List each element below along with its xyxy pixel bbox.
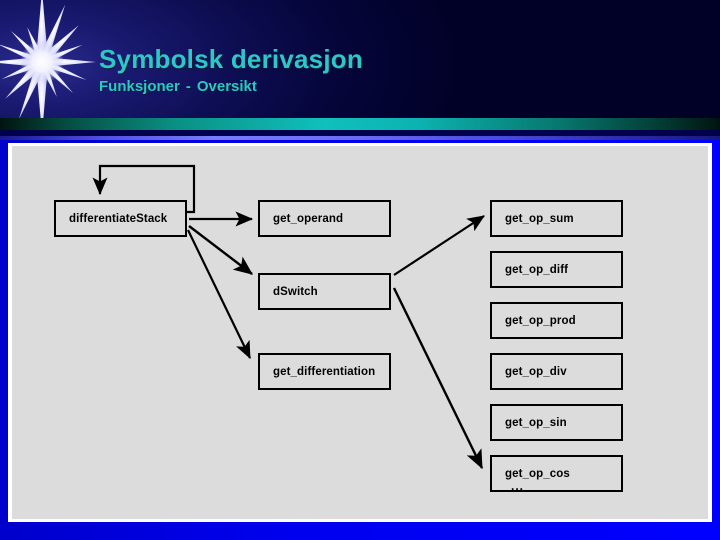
header-violet-rule <box>0 136 720 140</box>
node-label: get_op_sum <box>505 212 574 225</box>
content-panel: differentiateStack get_operand dSwitch get_… <box>12 146 708 519</box>
header-teal-rule <box>0 118 720 130</box>
header-dark-rule <box>0 130 720 136</box>
node-label: get_op_div <box>505 365 567 378</box>
call-graph-diagram: differentiateStack get_operand dSwitch get_… <box>12 146 708 519</box>
edges-layer <box>92 164 485 470</box>
node-label: get_differentiation <box>273 365 376 378</box>
edge-to-dswitch <box>188 225 253 275</box>
node-label: get_op_prod <box>505 314 576 327</box>
node-get_differentiation[interactable]: get_differentiation <box>258 353 391 390</box>
node-get_op_prod[interactable]: get_op_prod <box>490 302 623 339</box>
node-label: get_op_diff <box>505 263 569 276</box>
subtitle-right: Oversikt <box>196 78 257 95</box>
more-nodes-ellipsis: ... <box>511 479 525 493</box>
edge-dswitch-to-get-op-sum <box>393 215 485 276</box>
slide-title: Symbolsk derivasjon <box>99 44 363 74</box>
node-get_op_sum[interactable]: get_op_sum <box>490 200 623 237</box>
node-get_operand[interactable]: get_operand <box>258 200 391 237</box>
slide-subtitle: Funksjoner-Oversikt <box>99 78 257 95</box>
node-label: get_op_cos <box>505 467 570 480</box>
edge-self-loop <box>92 164 196 214</box>
edge-to-get-differentiation <box>187 229 251 359</box>
edge-dswitch-to-get-op-cos <box>392 287 484 470</box>
node-label: dSwitch <box>273 285 318 298</box>
node-get_op_cos[interactable]: get_op_cos <box>490 455 623 492</box>
node-differentiateStack[interactable]: differentiateStack <box>54 200 187 237</box>
subtitle-separator: - <box>185 78 191 95</box>
node-label: get_operand <box>273 212 344 225</box>
node-dSwitch[interactable]: dSwitch <box>258 273 391 310</box>
node-get_op_div[interactable]: get_op_div <box>490 353 623 390</box>
node-get_op_sin[interactable]: get_op_sin <box>490 404 623 441</box>
node-label: get_op_sin <box>505 416 567 429</box>
subtitle-left: Funksjoner <box>99 78 180 95</box>
node-get_op_diff[interactable]: get_op_diff <box>490 251 623 288</box>
node-label: differentiateStack <box>69 212 168 225</box>
header-band <box>0 0 720 118</box>
